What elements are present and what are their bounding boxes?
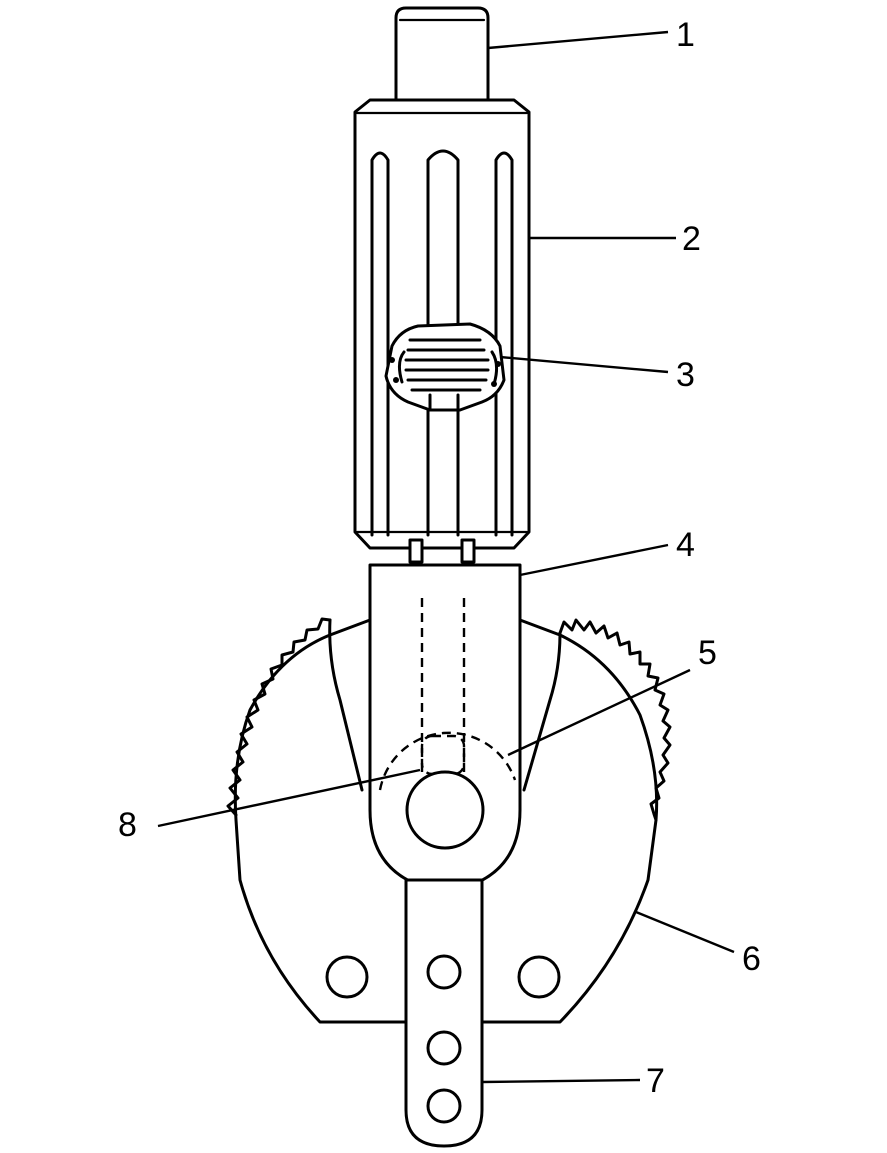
label-2: 2 <box>682 220 701 258</box>
label-4: 4 <box>676 526 695 564</box>
leader-lines <box>157 30 735 1084</box>
top-shaft <box>394 6 490 104</box>
label-5: 5 <box>698 634 717 672</box>
label-1: 1 <box>676 16 695 54</box>
label-3: 3 <box>676 356 695 394</box>
lever-arm <box>404 878 484 1148</box>
body-block <box>368 563 522 894</box>
label-6: 6 <box>742 940 761 978</box>
label-7: 7 <box>646 1062 665 1100</box>
reference-numerals: 1 2 3 4 5 6 7 8 <box>118 16 761 1100</box>
spring-cutaway <box>384 322 506 412</box>
label-8: 8 <box>118 806 137 844</box>
